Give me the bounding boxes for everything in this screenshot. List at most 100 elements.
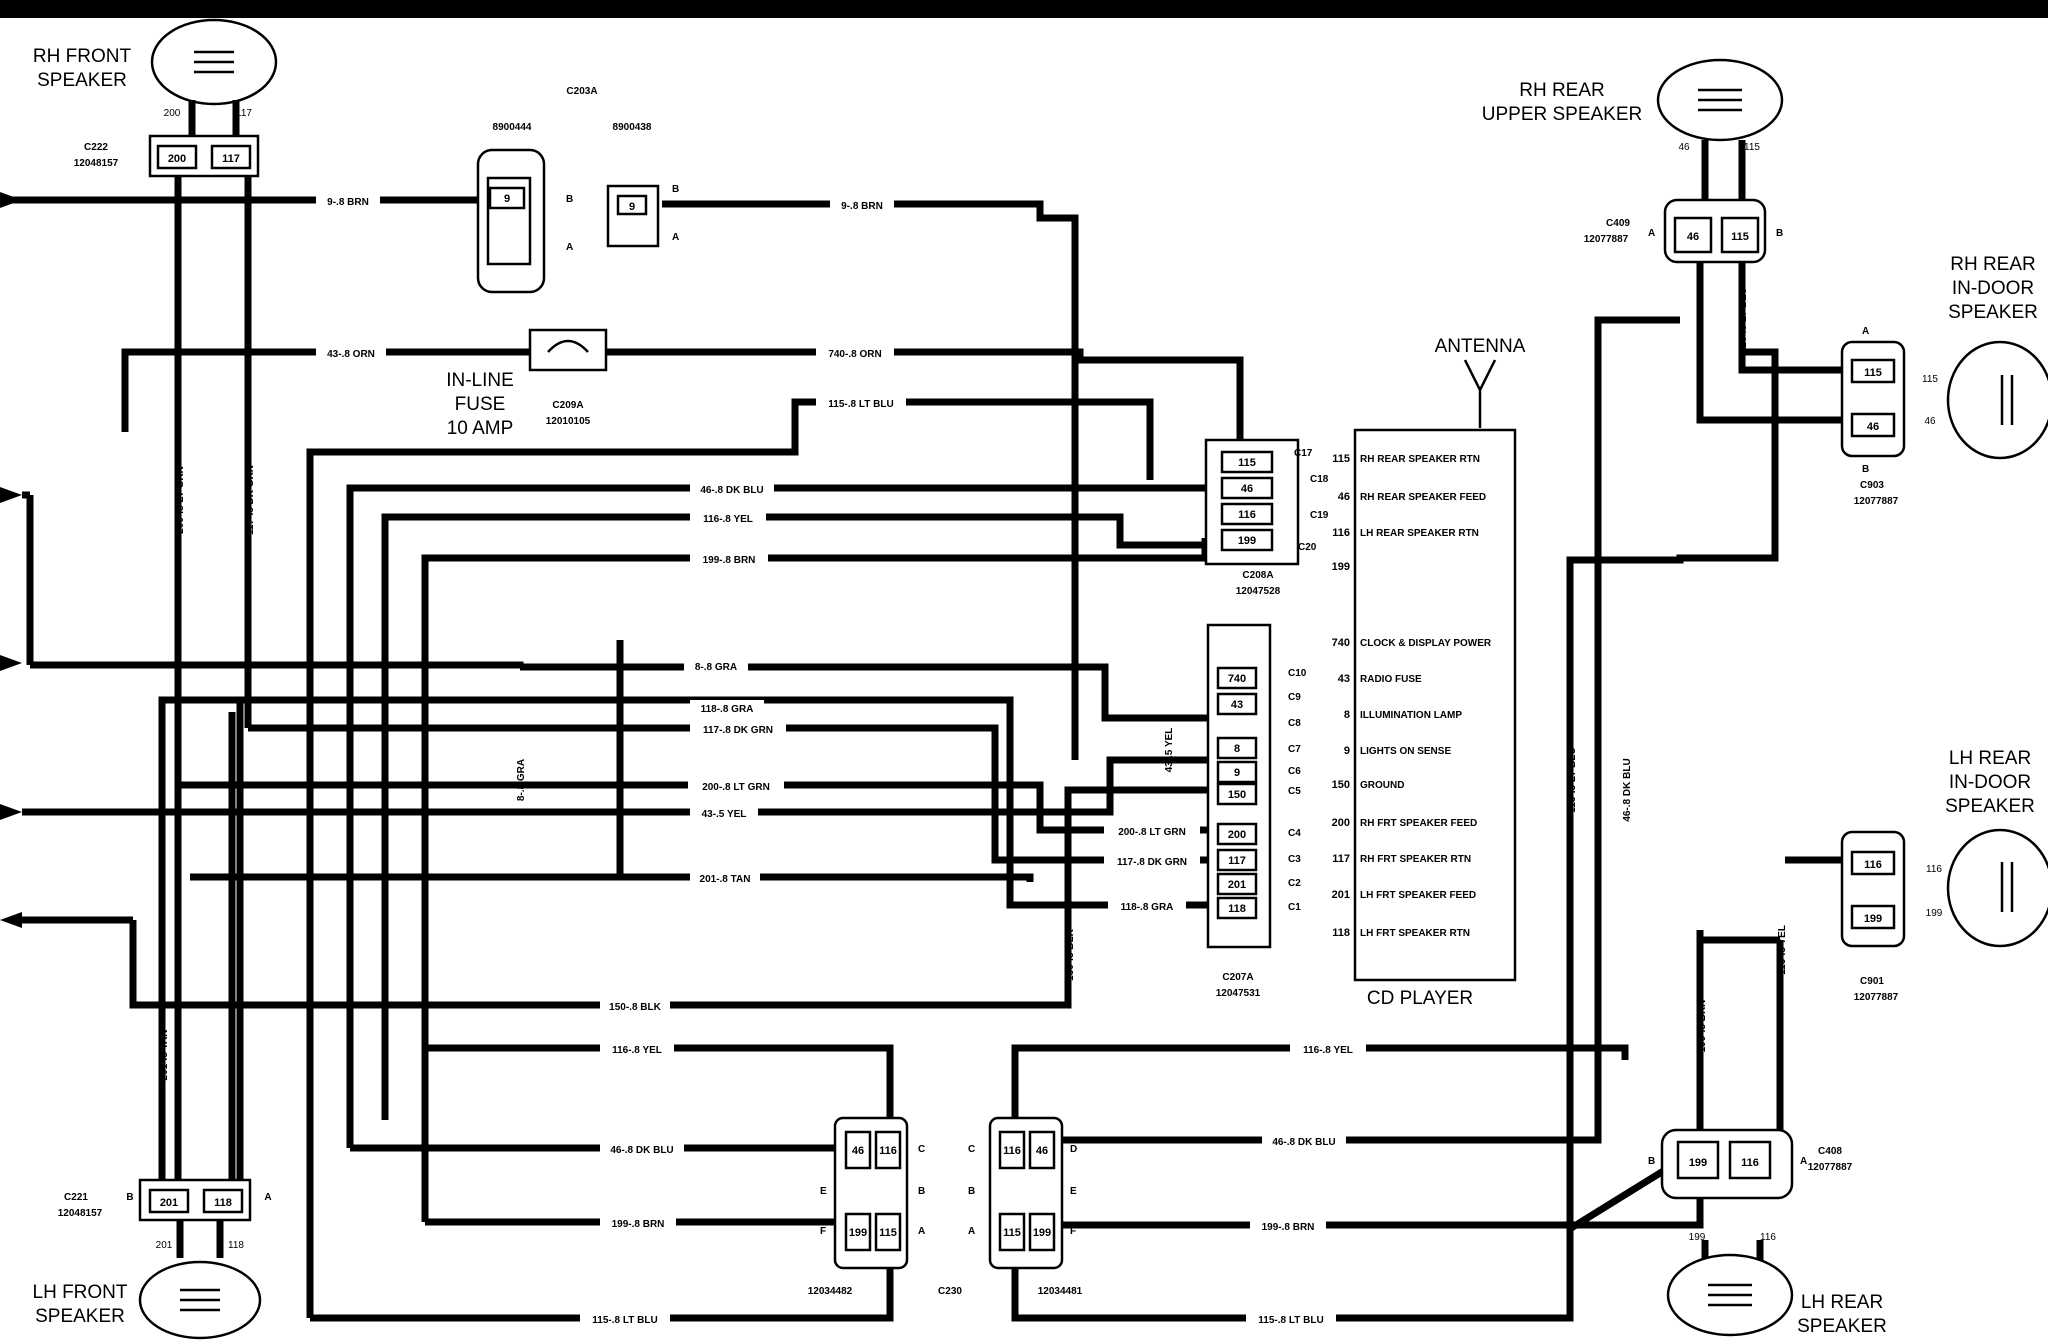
cd-pin-num: 200 [1332, 817, 1350, 829]
c208a-pin: 115 [1238, 457, 1256, 469]
c203a-letter: B [566, 194, 573, 205]
c221-side: A [264, 1192, 271, 1203]
cd-pin-num: 9 [1344, 745, 1350, 757]
c230-letter: A [968, 1226, 975, 1237]
c230-pin: 115 [879, 1227, 897, 1239]
speaker-labels: RH FRONT SPEAKER LH FRONT SPEAKER RH REA… [33, 46, 2038, 1337]
lh-rear-indoor-label-2: IN-DOOR [1949, 772, 2031, 793]
cd-pin-label: LH FRT SPEAKER FEED [1360, 890, 1476, 901]
connector-c230-left-body [833, 1116, 909, 1270]
cd-pin-label: LIGHTS ON SENSE [1360, 746, 1451, 757]
wire-label: 118-.8 GRA [1121, 902, 1174, 913]
cd-pin-num: 116 [1332, 527, 1350, 539]
lh-rear-speaker [1666, 1253, 1794, 1337]
wire-label: 116-.8 YEL [612, 1045, 662, 1056]
lh-rear-indoor-speaker [1946, 828, 2048, 948]
c230-pin: 115 [1003, 1227, 1021, 1239]
c408-side: B [1648, 1156, 1655, 1167]
c230-part-left: 12034482 [808, 1286, 853, 1297]
cd-pin-num: 118 [1332, 927, 1350, 939]
wire-label: 200-.8 LT GRN [1118, 827, 1186, 838]
lh-front-speaker [138, 1212, 262, 1340]
c408-wire: 199 [1689, 1232, 1706, 1243]
c207a-name: C207A [1222, 972, 1253, 983]
wire-label: 46-.8 DK BLU [1622, 758, 1633, 821]
connector-c408-body [1660, 1128, 1794, 1200]
wire-labels-vertical: 200-.8 LT GRN 117-.8 DK GRN 8-.8 GRA 43-… [159, 287, 1788, 1080]
cd-pin-label: CLOCK & DISPLAY POWER [1360, 638, 1492, 649]
wire-label: 116-.8 YEL [1303, 1045, 1353, 1056]
rh-front-speaker-label-2: SPEAKER [37, 70, 127, 91]
wire-label: 46-.8 DK BLU [1272, 1137, 1335, 1148]
c207a-cav: C5 [1288, 786, 1301, 797]
c409-wire: 115 [1744, 142, 1760, 153]
cd-pin-num: 201 [1332, 889, 1350, 901]
c207a-pin: 8 [1234, 743, 1240, 755]
wire-label: 201-.8 TAN [159, 1030, 170, 1081]
wire-label: 116-.8 YEL [1777, 925, 1788, 975]
wire-label: 46-.8 DK BLU [700, 485, 763, 496]
rh-rear-indoor-label-3: SPEAKER [1948, 302, 2038, 323]
c207a-pin: 200 [1228, 829, 1246, 841]
c207a-pin: 201 [1228, 879, 1246, 891]
c903-wire: 115 [1922, 374, 1938, 385]
wire-label: 199-.8 BRN [612, 1219, 665, 1230]
c903-pin: 46 [1867, 421, 1879, 433]
c207a-pin: 117 [1228, 855, 1246, 867]
c207a-pin: 740 [1228, 673, 1246, 685]
rh-front-speaker-label-1: RH FRONT [33, 46, 132, 67]
c408-side: A [1800, 1156, 1807, 1167]
lh-rear-speaker-label-1: LH REAR [1801, 1292, 1883, 1313]
cd-pin-label: LH REAR SPEAKER RTN [1360, 528, 1479, 539]
c408-pin: 116 [1741, 1157, 1759, 1169]
c230-letter: B [968, 1186, 975, 1197]
cd-player-title: CD PLAYER [1367, 988, 1473, 1009]
antenna-label: ANTENNA [1435, 336, 1526, 357]
connector-c222-body [148, 134, 260, 178]
fuse-part: 12010105 [546, 416, 591, 427]
c221-pin: 118 [214, 1197, 232, 1209]
c222-wire: 200 [164, 108, 181, 119]
wire-label: 43-.5 YEL [1164, 728, 1175, 773]
wire-label: 43-.8 ORN [327, 349, 375, 360]
c230-letter: C [918, 1144, 925, 1155]
wire-label: 201-.8 TAN [700, 874, 751, 885]
connector-c221-body [138, 1178, 252, 1222]
cd-pin-label: LH FRT SPEAKER RTN [1360, 928, 1470, 939]
cd-pin-label: RH FRT SPEAKER RTN [1360, 854, 1471, 865]
c230-letter: E [1070, 1186, 1077, 1197]
cd-pin-label: GROUND [1360, 780, 1404, 791]
wire-label: 116-.8 YEL [703, 514, 753, 525]
c207a-cav: C2 [1288, 878, 1301, 889]
cd-pin-num: 43 [1338, 673, 1350, 685]
wire-label: 199-.8 BRN [1697, 1000, 1708, 1053]
connector-c409-body [1663, 198, 1767, 264]
c230-name: C230 [938, 1286, 962, 1297]
wire-label: 46-.8 DK BLU [610, 1145, 673, 1156]
c221-wire: 118 [228, 1240, 244, 1251]
c230-letter: F [1070, 1226, 1076, 1237]
lh-front-speaker-label-1: LH FRONT [33, 1282, 128, 1303]
rh-rear-indoor-label-2: IN-DOOR [1952, 278, 2034, 299]
c208a-cav: C20 [1298, 542, 1317, 553]
antenna-icon [1463, 359, 1497, 428]
fuse-label-3: 10 AMP [447, 418, 514, 439]
c230-pin: 199 [849, 1227, 867, 1239]
wire-label: 115-.8 LT BLU [1258, 1315, 1323, 1326]
c207a-cav: C3 [1288, 854, 1301, 865]
c203a-part-a: 8900444 [493, 122, 532, 133]
lh-rear-indoor-label-3: SPEAKER [1945, 796, 2035, 817]
c208a-cav: C18 [1310, 474, 1329, 485]
cd-pin-num: 46 [1338, 491, 1350, 503]
c221-wire: 201 [156, 1240, 173, 1251]
cd-player-box [1353, 428, 1517, 982]
c408-part: 12077887 [1808, 1162, 1853, 1173]
c409-side: A [1648, 228, 1655, 239]
c901-wire: 199 [1926, 908, 1943, 919]
c222-part: 12048157 [74, 158, 119, 169]
fuse-body [528, 328, 608, 372]
connector-c203a-body [476, 148, 660, 294]
cd-player-pins: 115 RH REAR SPEAKER RTN 46 RH REAR SPEAK… [1332, 453, 1492, 939]
connector-c901-body [1840, 830, 1906, 948]
